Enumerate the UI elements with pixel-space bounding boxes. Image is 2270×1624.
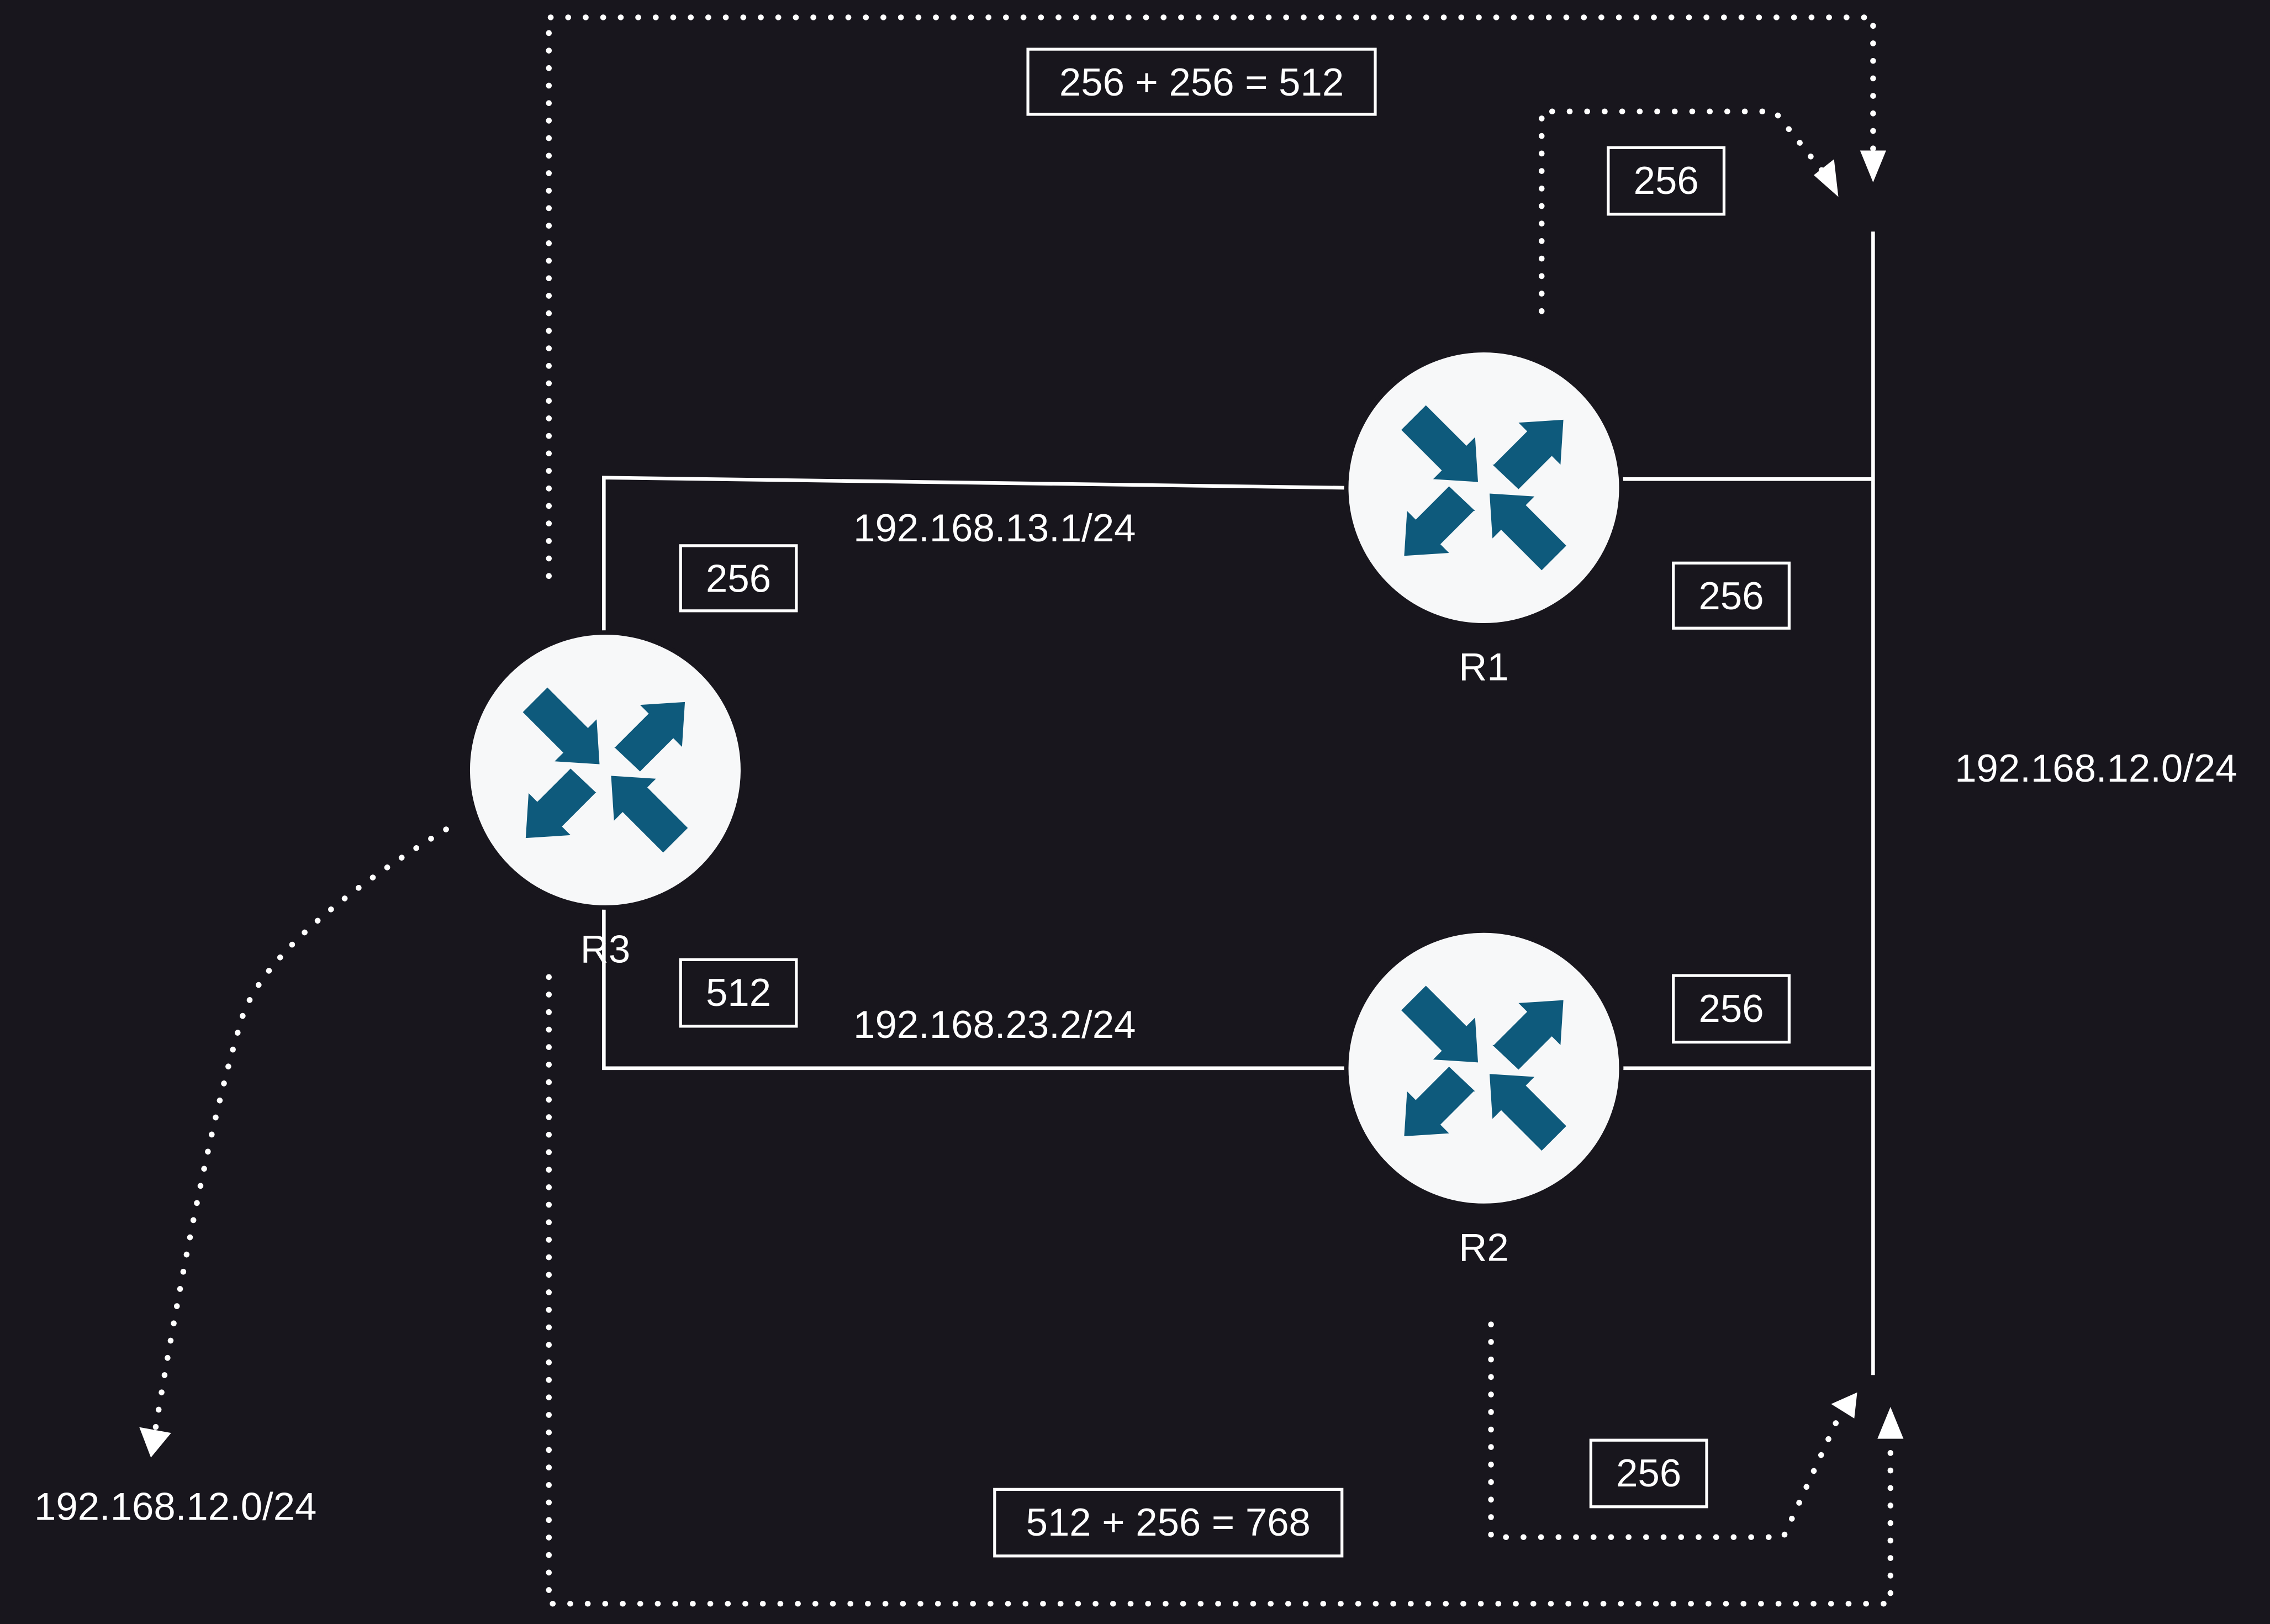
router-r3-icon[interactable] xyxy=(468,632,743,908)
metric-box-r2-segment xyxy=(1672,974,1791,1044)
metric-top-r1: 256 xyxy=(1634,159,1699,202)
metric-box-bottom-total xyxy=(993,1488,1344,1558)
metric-bottom-r2: 256 xyxy=(1616,1451,1681,1495)
router-r2-icon[interactable] xyxy=(1347,931,1622,1206)
r2-r3-address-label: 192.168.23.2/24 xyxy=(853,1003,1136,1046)
metric-r1-segment: 256 xyxy=(1699,574,1764,618)
metric-r3-r2: 512 xyxy=(706,971,771,1014)
arrow-bottom-total-icon xyxy=(1877,1406,1904,1439)
router-r1-label: R1 xyxy=(1459,645,1508,689)
router-r2-label: R2 xyxy=(1459,1225,1508,1269)
metric-r2-segment: 256 xyxy=(1699,987,1764,1030)
bottom-total-path xyxy=(546,974,1894,1607)
metric-top-total: 256 + 256 = 512 xyxy=(1059,60,1344,104)
arrow-r3-destination-icon xyxy=(139,1427,171,1458)
metric-r3-r1: 256 xyxy=(706,557,771,600)
metric-bottom-total: 512 + 256 = 768 xyxy=(1026,1500,1311,1544)
top-total-path xyxy=(546,14,1876,579)
segment-network-label: 192.168.12.0/24 xyxy=(1955,746,2237,790)
arrow-top-total-icon xyxy=(1860,150,1886,183)
metric-box-r3-r1 xyxy=(679,544,798,613)
router-r3-label: R3 xyxy=(580,927,630,971)
metric-box-r3-r2 xyxy=(679,958,798,1028)
bottom-r2-path xyxy=(1488,1321,1844,1541)
link-r3-r2 xyxy=(602,909,1347,1071)
top-r1-path xyxy=(1539,108,1830,314)
metric-box-r1-segment xyxy=(1672,561,1791,630)
router-r1-icon[interactable] xyxy=(1347,350,1622,625)
r1-r3-address-label: 192.168.13.1/24 xyxy=(853,506,1136,550)
metric-box-bottom-r2 xyxy=(1589,1438,1708,1509)
metric-box-top-r1 xyxy=(1607,146,1726,216)
link-r3-r1 xyxy=(602,476,1347,631)
metric-box-top-total xyxy=(1026,48,1377,116)
arrow-top-r1-icon xyxy=(1813,159,1839,197)
r3-destination-label: 192.168.12.0/24 xyxy=(34,1484,316,1528)
arrow-bottom-r2-icon xyxy=(1831,1392,1857,1419)
r3-destination-path xyxy=(152,826,449,1433)
